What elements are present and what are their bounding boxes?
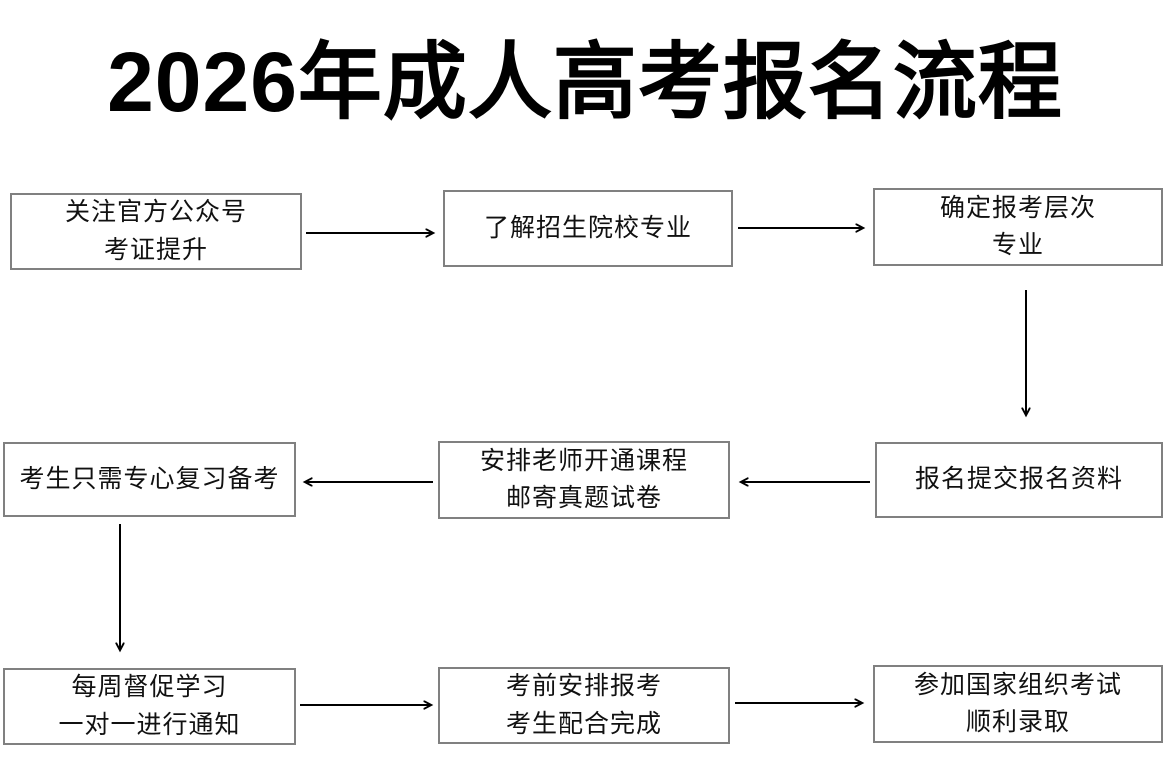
flow-step-7-weekly-supervision: 每周督促学习 一对一进行通知 — [3, 668, 296, 745]
flow-step-8-label: 考前安排报考 考生配合完成 — [505, 672, 662, 738]
flow-step-6-label: 考生只需专心复习备考 — [19, 464, 280, 493]
flow-step-6-focus-on-review: 考生只需专心复习备考 — [3, 442, 296, 517]
flow-step-7-label: 每周督促学习 一对一进行通知 — [58, 673, 241, 739]
flow-step-9-national-exam-admission: 参加国家组织考试 顺利录取 — [873, 665, 1163, 743]
flow-step-1-label: 关注官方公众号 考证提升 — [64, 198, 247, 264]
flow-step-9-label: 参加国家组织考试 顺利录取 — [913, 670, 1122, 737]
flow-step-5-open-courses-mail-papers: 安排老师开通课程 邮寄真题试卷 — [438, 441, 730, 519]
flow-step-1-follow-official-account: 关注官方公众号 考证提升 — [10, 193, 302, 270]
page-title: 2026年成人高考报名流程 — [107, 35, 1063, 129]
flow-step-4-submit-materials: 报名提交报名资料 — [875, 442, 1163, 518]
flow-step-2-learn-schools-majors: 了解招生院校专业 — [443, 190, 733, 267]
flow-step-3-label: 确定报考层次 专业 — [939, 193, 1096, 260]
flow-step-4-label: 报名提交报名资料 — [914, 465, 1123, 494]
flow-step-5-label: 安排老师开通课程 邮寄真题试卷 — [479, 446, 688, 513]
flow-step-2-label: 了解招生院校专业 — [483, 213, 692, 242]
flow-step-8-pre-exam-arrangement: 考前安排报考 考生配合完成 — [438, 667, 730, 744]
flow-step-3-determine-level-major: 确定报考层次 专业 — [873, 188, 1163, 266]
